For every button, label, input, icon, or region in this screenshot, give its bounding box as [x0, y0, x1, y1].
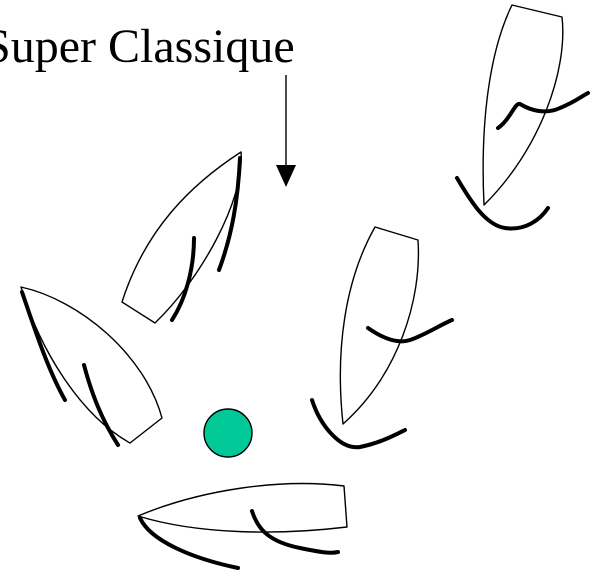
- boat-bottom: [137, 482, 348, 570]
- mark-buoy: [203, 408, 253, 458]
- boat-label: Super Classique: [0, 20, 295, 73]
- pointer-arrow: [276, 75, 296, 187]
- boat-top-right: [455, 4, 590, 231]
- boat-upper-middle: [121, 151, 242, 324]
- boat-left: [20, 286, 163, 447]
- boat-right-middle: [310, 226, 454, 450]
